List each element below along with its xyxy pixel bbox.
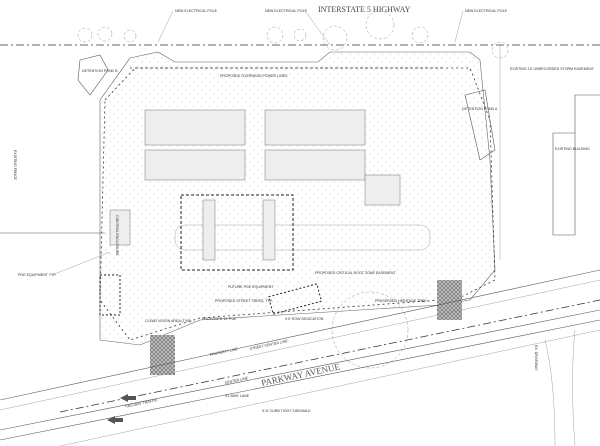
- site-pad: [99, 51, 496, 346]
- highway-title: INTERSTATE 5 HIGHWAY: [318, 5, 411, 14]
- parkway-avenue: [0, 269, 600, 446]
- heritage-tree-canopy: [331, 291, 409, 369]
- pue-label: PROPOSED 10' PUE: [202, 317, 237, 321]
- existing-trees: [77, 10, 509, 59]
- pole-right-label: NEW ELECTRICAL POLE: [465, 9, 508, 13]
- future-pge-small: [267, 283, 323, 315]
- arrow-right-icon: [107, 416, 123, 424]
- pole-mid-label: NEW ELECTRICAL POLE: [265, 9, 308, 13]
- arrow-left-icon: [120, 394, 136, 402]
- bike-lane-label: 5'L BIKE LANE: [225, 394, 250, 398]
- row-label: 9.5' ROW DEDICATION: [285, 317, 324, 321]
- pond-b-label: DETENTION POND B: [82, 69, 118, 73]
- substation-equipment: [144, 109, 431, 251]
- existing-building: [552, 94, 600, 236]
- control-enclosure: [109, 209, 131, 246]
- security-fence: [99, 67, 496, 341]
- heritage-label: PRESERVED HERITAGE TREE: [375, 299, 427, 303]
- pole-left-label: NEW ELECTRICAL POLE: [175, 9, 218, 13]
- future-pge-label: FUTURE PGE EQUIPMENT: [228, 285, 274, 289]
- street-center-label: STREET CENTER LINE: [249, 339, 288, 351]
- driveway-label: EX. DRIVEWAY: [534, 345, 538, 371]
- road-name: PARKWAY AVENUE: [260, 361, 341, 388]
- pond-a-label: DETENTION POND A: [462, 107, 498, 111]
- clear-vision-area-right: [437, 280, 462, 320]
- detention-pond-b: [77, 54, 109, 96]
- property-line-label: PROPERTY LINE: [209, 347, 238, 357]
- root-zone-label: PROPOSED CRITICAL ROOT ZONE EASEMENT: [315, 271, 396, 275]
- transformer: [262, 199, 276, 261]
- pge-equipment: [99, 274, 121, 316]
- storm-easement-label: EXISTING 15' UNRECORDED STORM EASEMENT: [510, 67, 595, 71]
- overhead-label: PROPOSED OVERHEAD POWER LINES: [220, 74, 288, 78]
- control-label: CONTROL ENCLOSURE: [115, 215, 119, 256]
- pge-label: PGE EQUIPMENT TYP.: [18, 273, 56, 277]
- building-label: EXISTING BUILDING: [555, 147, 590, 151]
- clear-vision-label: CLEAR VISION AREA (TYP.): [145, 319, 191, 323]
- street-trees-label: PROPOSED STREET TREES, TYP.: [215, 299, 273, 303]
- clear-vision-area-left: [150, 335, 175, 375]
- two-way-label: TWO-WAY TRAFFIC: [124, 398, 158, 409]
- center-line-label: CENTER LINE: [224, 376, 249, 385]
- fence-label: EXISTING FENCE: [13, 150, 17, 181]
- future-pge-area: [180, 194, 294, 271]
- detention-pond-a: [464, 89, 496, 161]
- sidewalk-label: 5'-6' CURB TIGHT SIDEWALK: [262, 409, 311, 413]
- callout-labels: NEW ELECTRICAL POLE NEW ELECTRICAL POLE …: [13, 9, 595, 413]
- driveway: [544, 329, 576, 446]
- transformer: [202, 199, 216, 261]
